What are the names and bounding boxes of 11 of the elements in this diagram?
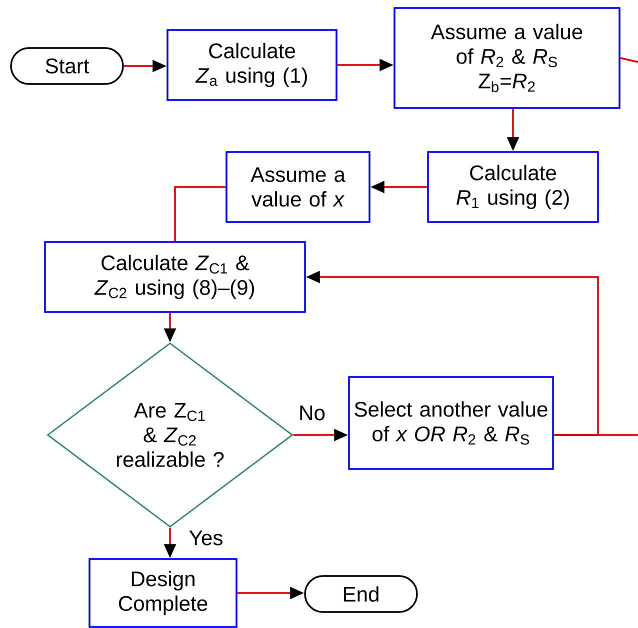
edge-label: No xyxy=(297,404,327,422)
process-box: Select another value of x OR R$_{2}$ & R$_{S}$ xyxy=(348,376,554,470)
terminal-box: Start xyxy=(10,47,124,85)
process-box: Design Complete xyxy=(88,558,238,628)
process-box: Calculate R$_{1}$ using (2) xyxy=(427,151,599,223)
terminal-box: End xyxy=(304,575,418,613)
process-box: Calculate Z$_{C1}$ & Z$_{C2}$ using (8)–(9) xyxy=(44,241,306,313)
edge-label: Yes xyxy=(188,529,224,547)
process-box: Assume a value of x xyxy=(226,151,370,223)
process-box: Assume a value of R$_{2}$ & R$_{S}$ Z$_{b}$=R$_{2}$ xyxy=(394,7,620,109)
process-box: Calculate Z$_{a}$ using (1) xyxy=(166,29,338,101)
